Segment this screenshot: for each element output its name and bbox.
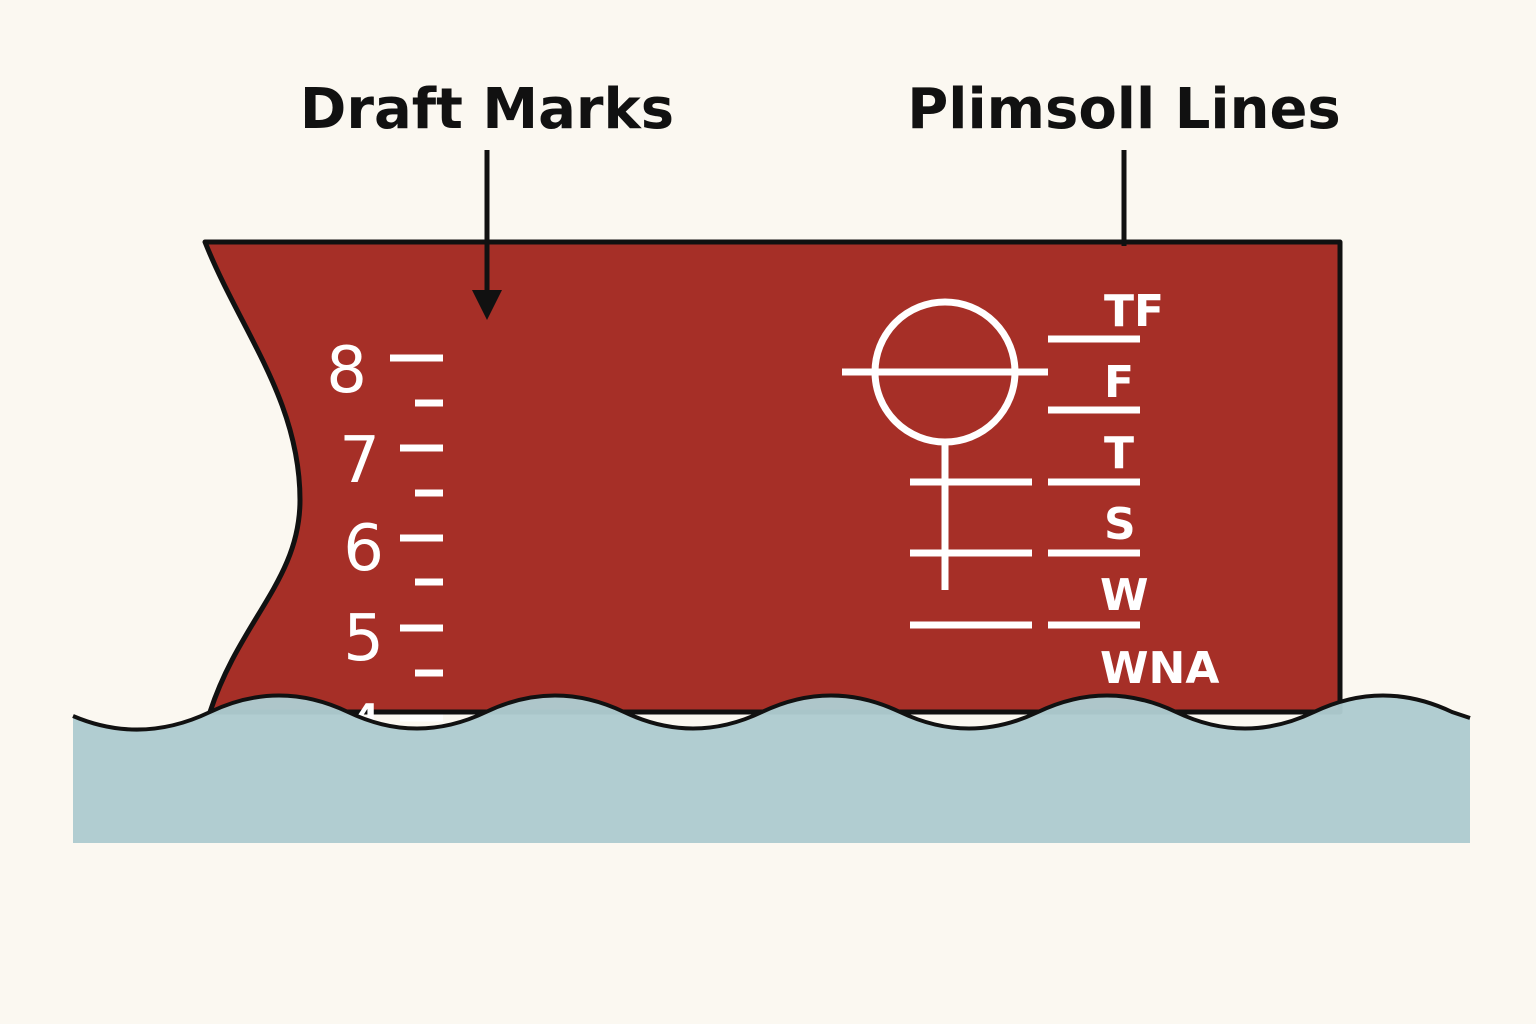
load-line-labels: TF F T S W WNA (1100, 286, 1219, 694)
load-line-label-w: W (1100, 570, 1149, 621)
water (73, 695, 1470, 843)
hull (202, 239, 1343, 715)
draft-marks-arrowhead (472, 290, 502, 320)
draft-marks-title: Draft Marks (300, 77, 674, 142)
draft-number-8: 8 (326, 334, 367, 408)
draft-number-6: 6 (343, 512, 384, 586)
plimsoll-lines-callout: Plimsoll Lines (907, 77, 1341, 246)
draft-number-5: 5 (343, 602, 384, 676)
load-line-label-f: F (1104, 357, 1134, 408)
load-line-label-s: S (1104, 499, 1136, 550)
load-line-label-wna: WNA (1100, 643, 1219, 694)
load-line-label-tf: TF (1104, 286, 1164, 337)
plimsoll-mark (842, 298, 1140, 629)
waterline (72, 693, 1471, 732)
draft-mark-scale: 8 7 6 5 4 (326, 334, 443, 767)
draft-marks-callout: Draft Marks (300, 77, 674, 320)
plimsoll-lines-title: Plimsoll Lines (907, 77, 1341, 142)
draft-number-7: 7 (339, 424, 380, 498)
load-line-label-t: T (1104, 428, 1134, 479)
